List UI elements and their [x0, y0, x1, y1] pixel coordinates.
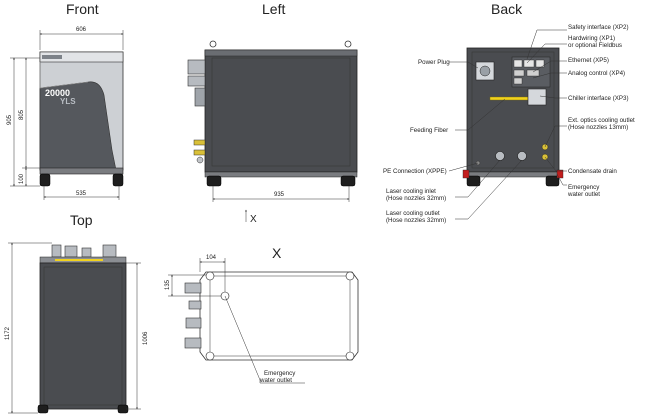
- top-view: 1172 1006: [5, 242, 149, 414]
- left-cabinet: [204, 49, 358, 173]
- front-dim-base: 100: [19, 173, 25, 184]
- top-cabinet: [39, 262, 127, 410]
- front-wheel-right: [112, 173, 124, 187]
- left-arrow-label: X: [250, 214, 257, 225]
- back-feeding-fiber: [489, 96, 529, 101]
- x-dim-104: 104: [206, 255, 217, 261]
- label-cooling-outlet-line1: Laser cooling outlet: [386, 210, 440, 217]
- label-condensate-drain: Condensate drain: [568, 168, 617, 175]
- label-pe-connection: PE Connection (XPPE): [383, 168, 447, 175]
- view-title-back: Back: [491, 1, 523, 17]
- view-title-left: Left: [262, 1, 285, 17]
- top-dim-depth: 1172: [5, 326, 11, 340]
- front-logo-strip: [42, 55, 62, 59]
- front-wheel-left: [39, 173, 51, 187]
- back-cooling-outlet: [517, 151, 527, 161]
- left-lift-eye-1: [209, 40, 217, 48]
- front-dim-height: 905: [7, 114, 13, 125]
- label-emergency-line1: Emergency: [568, 184, 600, 191]
- front-dim-body: 805: [19, 109, 25, 120]
- x-frame: [199, 271, 359, 361]
- x-emergency-line1: Emergency: [264, 370, 296, 377]
- label-cooling-inlet-line1: Laser cooling inlet: [386, 188, 436, 195]
- label-power-plug: Power Plug: [418, 59, 450, 66]
- left-connector-block-2: [187, 75, 206, 87]
- front-dim-width: 606: [76, 27, 87, 33]
- left-pipe: [194, 87, 206, 107]
- x-view: Emergency water outlet 104 135: [165, 255, 359, 384]
- left-connector-block-1: [187, 59, 206, 75]
- front-brand-model: YLS: [60, 97, 76, 106]
- label-ext-optics-line1: Ext. optics cooling outlet: [568, 117, 635, 124]
- view-title-x: X: [272, 245, 282, 261]
- label-hardwiring-line2: or optional Fieldbus: [568, 42, 622, 49]
- front-brand-number: 20000: [45, 88, 70, 98]
- left-wheel-2: [340, 175, 356, 187]
- left-wheel-1: [206, 175, 222, 187]
- left-lift-eye-2: [344, 40, 352, 48]
- label-cooling-inlet-line2: (Hose nozzles 32mm): [386, 195, 446, 202]
- x-dim-135: 135: [165, 279, 171, 290]
- label-feeding-fiber: Feeding Fiber: [410, 127, 448, 134]
- back-cooling-inlet: [495, 151, 505, 161]
- back-wheel-right: [545, 175, 560, 187]
- left-view: 935 X: [187, 40, 358, 225]
- label-analog-control: Analog control (XP4): [568, 70, 625, 77]
- front-dark-panel: [39, 81, 117, 171]
- top-wheel-left: [37, 404, 49, 414]
- back-wheel-left: [466, 175, 481, 187]
- front-dim-wheelbase: 535: [76, 191, 87, 197]
- label-cooling-outlet-line2: (Hose nozzles 32mm): [386, 217, 446, 224]
- x-emergency-line2: water outlet: [259, 377, 292, 384]
- left-dim-depth: 935: [274, 192, 285, 198]
- label-hardwiring-line1: Hardwiring (XP1): [568, 35, 615, 42]
- view-title-top: Top: [70, 212, 93, 228]
- label-ext-optics-line2: (Hose nozzles 13mm): [568, 124, 628, 131]
- top-dim-inner: 1006: [143, 331, 149, 345]
- view-title-front: Front: [66, 1, 99, 17]
- label-ethernet: Ethernet (XP5): [568, 57, 609, 64]
- front-top-strip: [39, 51, 124, 63]
- label-emergency-line2: water outlet: [567, 191, 600, 198]
- back-chiller-interface: [527, 88, 547, 106]
- back-view: Safety interface (XP2) Hardwiring (XP1) …: [383, 24, 635, 224]
- front-view: 606 20000 YLS 905 805 100 535: [7, 27, 124, 200]
- label-safety-interface: Safety interface (XP2): [568, 24, 629, 31]
- label-chiller-interface: Chiller interface (XP3): [568, 95, 629, 102]
